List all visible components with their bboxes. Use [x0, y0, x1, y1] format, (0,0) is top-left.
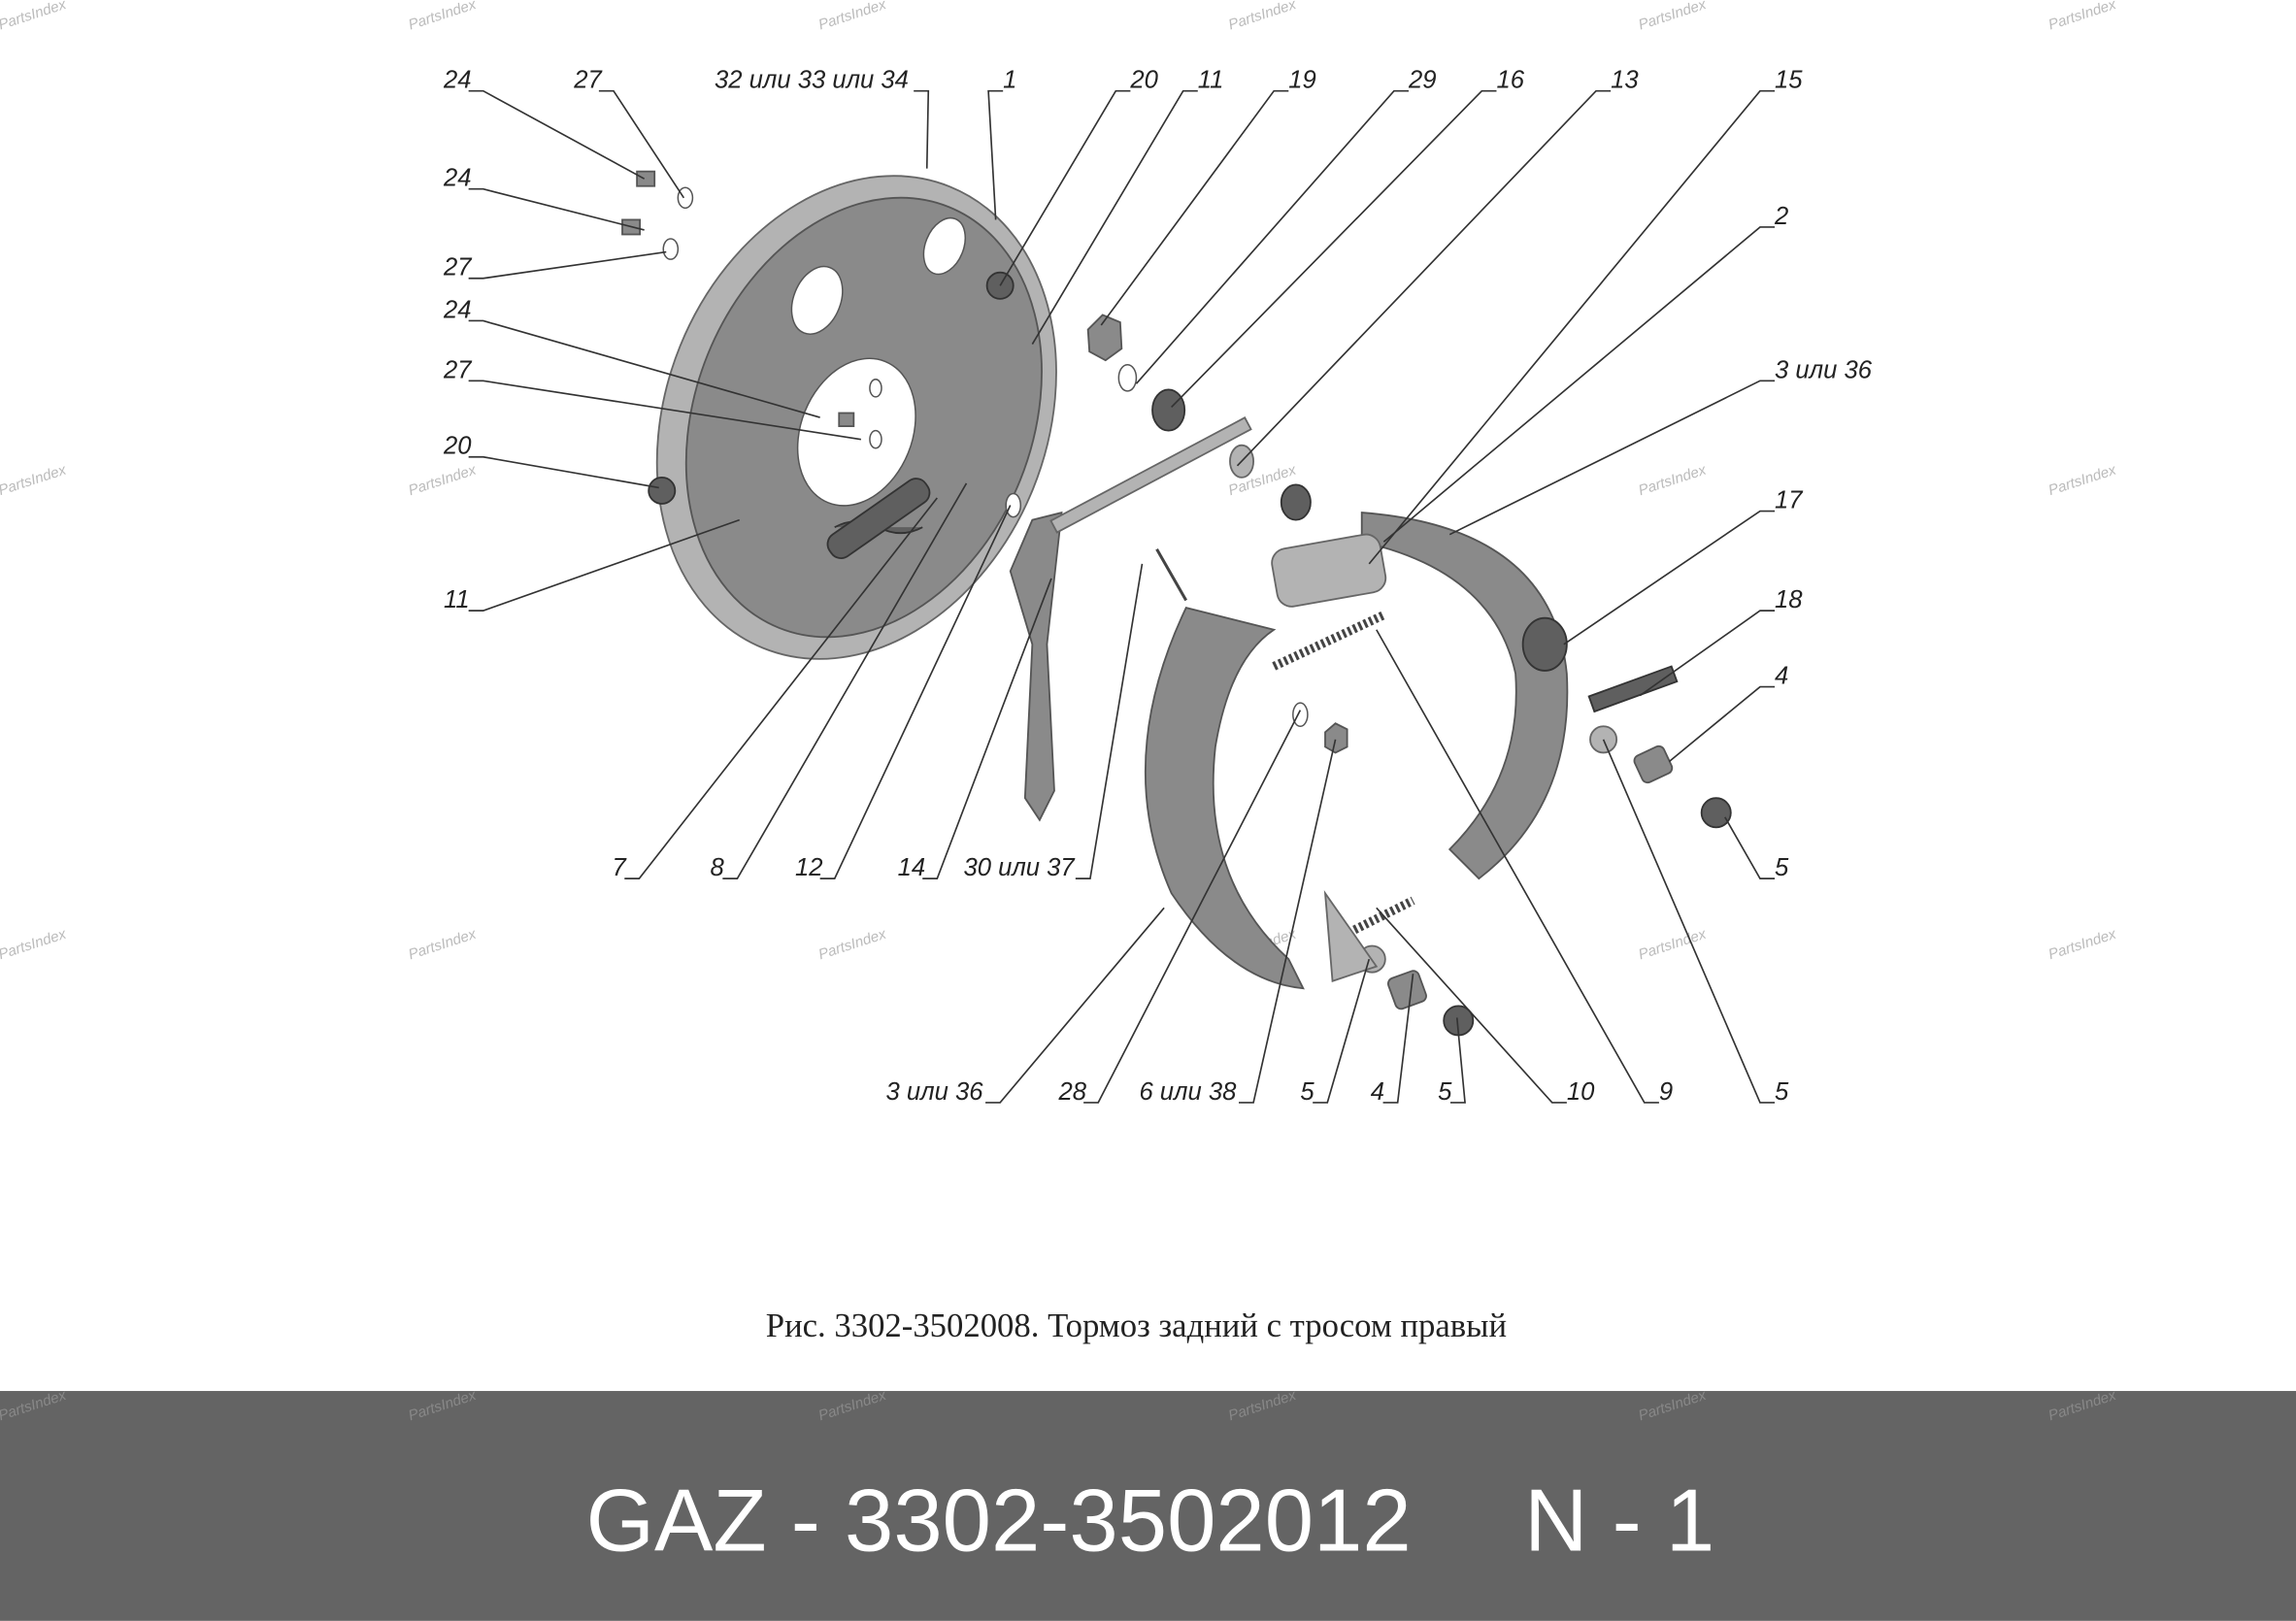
callout-label: 7	[612, 854, 627, 881]
leader-line	[1031, 89, 1198, 346]
leader-lines	[468, 89, 1776, 1104]
callout-label: 3 или 36	[886, 1078, 984, 1106]
callout-label: 17	[1775, 487, 1804, 514]
callout-label: 24	[443, 296, 472, 323]
brake-backing-plate	[648, 175, 1057, 660]
callout-label: 15	[1775, 67, 1803, 94]
footer-bar	[0, 1391, 2296, 1621]
callout-label: 28	[1057, 1078, 1086, 1106]
watermark: PartsIndex	[0, 926, 69, 964]
callout-label: 3 или 36	[1775, 356, 1873, 383]
callout-label: 6 или 38	[1139, 1078, 1237, 1106]
watermark: PartsIndex	[816, 926, 888, 964]
leader-line	[468, 89, 646, 180]
callout-label: 5	[1438, 1078, 1452, 1106]
callout-label: 5	[1775, 1078, 1789, 1106]
leader-line	[468, 250, 667, 280]
leader-line	[1135, 89, 1409, 384]
brake-shoes	[1144, 512, 1569, 990]
callout-label: 16	[1496, 67, 1524, 94]
leader-line	[985, 907, 1165, 1104]
callout-label: 20	[443, 433, 472, 460]
leader-line	[999, 89, 1131, 286]
callout-label: 30 или 37	[963, 854, 1076, 881]
leader-line	[1382, 226, 1776, 543]
leader-line	[1083, 710, 1302, 1104]
leader-line	[468, 319, 820, 418]
callout-label: 11	[1198, 67, 1224, 94]
callout-label: 11	[444, 586, 470, 613]
fasteners	[621, 170, 1732, 1037]
callout-label: 4	[1371, 1078, 1384, 1106]
callout-label: 13	[1611, 67, 1639, 94]
callout-label: 5	[1300, 1078, 1314, 1106]
leader-line	[1239, 739, 1337, 1104]
watermark: PartsIndex	[1226, 0, 1298, 33]
callout-label: 27	[573, 67, 603, 94]
leader-line	[722, 482, 968, 879]
figure-caption: Рис. 3302-3502008. Тормоз задний с тросо…	[766, 1307, 1507, 1344]
callout-label: 27	[443, 254, 473, 281]
leader-line	[1724, 816, 1776, 879]
leader-line	[1602, 739, 1776, 1104]
callout-label: 8	[711, 854, 725, 881]
watermark: PartsIndex	[1637, 0, 1709, 33]
leader-line	[468, 187, 645, 231]
leader-line	[1382, 974, 1414, 1104]
leader-line	[1368, 89, 1776, 565]
leader-line	[914, 89, 930, 169]
callout-label: 2	[1774, 203, 1788, 230]
leader-line	[468, 455, 659, 489]
callout-label: 9	[1659, 1078, 1673, 1106]
parking-lever-and-strut	[1009, 416, 1255, 822]
callout-label: 1	[1003, 67, 1016, 94]
watermark: PartsIndex	[1637, 462, 1709, 500]
leader-line	[1171, 89, 1497, 409]
leader-line	[987, 89, 1004, 220]
quantity-label: N - 1	[1524, 1472, 1714, 1570]
callout-label: 32 или 33 или 34	[715, 67, 909, 94]
callout-label: 14	[898, 854, 926, 881]
leader-line	[468, 518, 740, 612]
leader-line	[1236, 89, 1612, 467]
callout-label: 20	[1129, 67, 1158, 94]
leader-line	[1100, 89, 1289, 326]
leader-line	[468, 380, 862, 441]
callout-label: 10	[1567, 1078, 1595, 1106]
callout-label: 4	[1775, 663, 1788, 690]
leader-line	[922, 578, 1052, 879]
callout-label: 19	[1288, 67, 1316, 94]
watermark: PartsIndex	[407, 926, 479, 964]
watermark: PartsIndex	[2046, 0, 2118, 33]
watermark: PartsIndex	[816, 0, 888, 33]
watermark: PartsIndex	[2046, 462, 2118, 500]
callout-label: 24	[443, 165, 472, 192]
callout-label: 24	[443, 67, 472, 94]
callout-label: 12	[795, 854, 823, 881]
callout-label: 5	[1775, 854, 1789, 881]
leader-line	[1449, 1017, 1466, 1104]
leader-line	[1668, 685, 1776, 763]
callout-label: 27	[443, 356, 473, 383]
watermark: PartsIndex	[0, 0, 69, 33]
leader-line	[1376, 629, 1659, 1104]
callout-label: 29	[1408, 67, 1437, 94]
watermark: PartsIndex	[0, 462, 69, 500]
leader-line	[1376, 907, 1567, 1104]
watermark: PartsIndex	[407, 462, 479, 500]
leader-line	[1075, 563, 1144, 879]
leader-line	[624, 497, 938, 879]
leader-line	[1448, 380, 1776, 536]
leader-line	[1563, 510, 1776, 645]
leader-line	[1639, 610, 1776, 697]
callout-label: 18	[1775, 586, 1803, 613]
leader-line	[1313, 958, 1371, 1104]
watermark: PartsIndex	[2046, 926, 2118, 964]
watermark: PartsIndex	[407, 0, 479, 33]
part-number: GAZ - 3302-3502012	[586, 1472, 1412, 1570]
leader-line	[598, 89, 685, 199]
leader-line	[819, 505, 1012, 879]
